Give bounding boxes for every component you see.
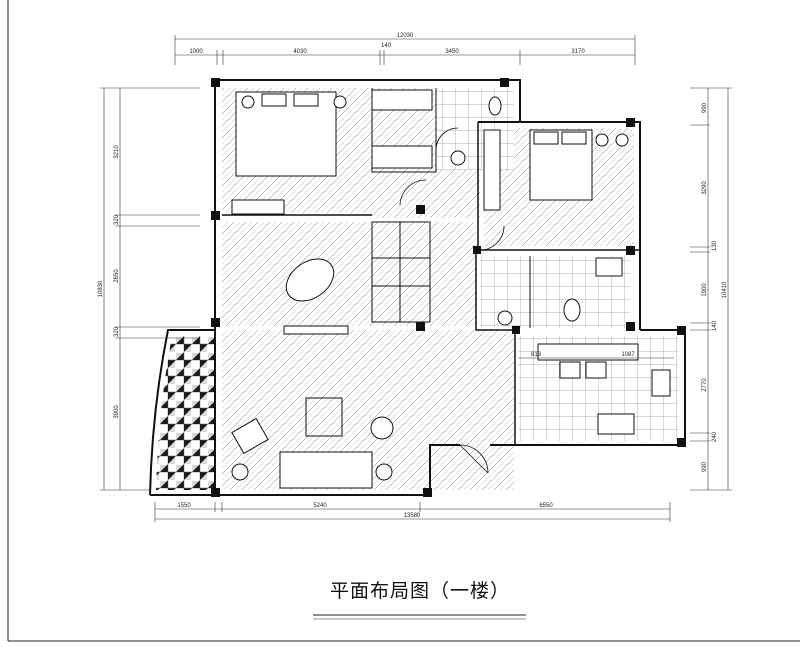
dimension-label: 10410 [722,281,728,298]
dimension-lines [100,35,732,522]
dimension-label: 10830 [98,280,104,297]
wall-columns [211,78,686,497]
title-underline [313,614,526,620]
balcony-floor [156,336,214,490]
dining-table [537,343,639,361]
dimension-label: 4030 [293,49,307,55]
dimension-label: 990 [702,461,708,472]
dimension-label: 320 [114,326,120,337]
stove [597,413,635,435]
dimension-label: 3900 [114,405,120,419]
armchair [285,258,335,302]
dimension-label: 1000 [189,49,203,55]
dimension-label: 130 [712,240,718,251]
coffee-table [305,397,343,437]
dimension-label: 990 [702,102,708,113]
furniture [231,89,671,489]
dimension-label: 140 [381,43,392,49]
dimension-label: 1550 [177,503,191,509]
dimension-label: 6550 [539,503,553,509]
lounge-chair [231,417,269,455]
dimension-label: 5240 [313,503,327,509]
dimension-label: 140 [712,320,718,331]
dimension-label: 1900 [702,283,708,297]
tv-cabinet [283,325,349,335]
dimension-label: 320 [114,214,120,225]
doors [399,127,505,474]
sink [651,369,671,397]
dim-top-total: 12030 [397,33,414,39]
dimension-label: 3450 [445,49,459,55]
page-frame [7,0,800,642]
wardrobe [371,89,433,111]
dimension-label: 2650 [114,269,120,283]
dimension-label: 3290 [702,181,708,195]
dimension-label: 3170 [571,49,585,55]
round-stool [370,416,394,440]
dimension-label: 813 [531,352,542,358]
dimension-labels: 12030 1000 4030 140 3450 3170 10830 3210… [98,33,728,519]
dimension-label: 1087 [621,352,635,358]
sofa [279,451,373,489]
desk [231,199,285,215]
bath-vanity [595,257,623,277]
drawing-title: 平面布局图（一楼） [329,580,510,602]
living-room-floor [222,222,476,326]
toilet-floor [436,88,514,170]
wash-basin [497,310,513,326]
dimension-label: 2770 [702,378,708,392]
toilet [563,298,581,322]
dimension-label: 3210 [114,145,120,159]
dimension-label: 240 [712,431,718,442]
stairs [371,221,431,323]
dimension-label: 13580 [404,513,421,519]
